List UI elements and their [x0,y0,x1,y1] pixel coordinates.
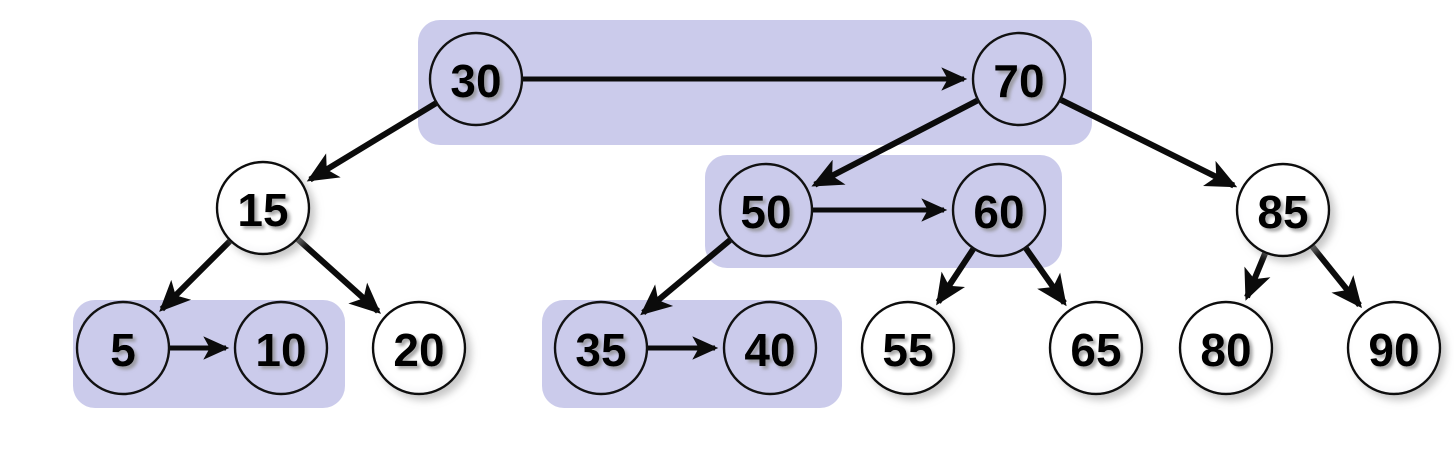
node-label: 5 [110,324,136,376]
tree-edge-70-to-85 [1059,97,1238,189]
node-label: 40 [744,324,795,376]
node-label: 50 [740,186,791,238]
tree-node-85[interactable]: 85 [1235,162,1331,258]
node-circle [553,300,649,396]
edge-layer [159,67,1362,360]
tree-node-65[interactable]: 65 [1048,300,1144,396]
highlight-band-layer [73,20,1092,408]
tree-edge-50-to-35 [640,237,732,316]
node-circle [1048,300,1144,396]
node-label: 15 [237,184,288,236]
tree-node-15[interactable]: 15 [215,160,311,256]
node-label: 70 [993,55,1044,107]
node-circle [722,300,818,396]
tree-edge-70-to-50 [811,97,979,188]
node-circle [371,300,467,396]
tree-edge-60-to-55 [935,247,976,306]
node-label: 80 [1200,324,1251,376]
tree-node-40[interactable]: 40 [722,300,818,396]
tree-node-35[interactable]: 35 [553,300,649,396]
node-circle [951,162,1047,258]
tree-node-70[interactable]: 70 [971,31,1067,127]
tree-node-30[interactable]: 30 [428,31,524,127]
highlight-band [542,300,842,408]
node-circle [75,300,171,396]
node-circle [215,160,311,256]
node-label: 10 [255,324,306,376]
node-circle [1235,162,1331,258]
node-label: 55 [882,324,933,376]
tree-node-50[interactable]: 50 [718,162,814,258]
node-circle [860,300,956,396]
node-label: 35 [575,324,626,376]
node-circle [1178,300,1274,396]
tree-edge-30-to-15 [306,100,438,183]
node-circle [971,31,1067,127]
node-label: 90 [1368,324,1419,376]
tree-edge-15-to-20 [295,237,381,314]
tree-edge-60-to-65 [1023,246,1067,307]
tree-node-90[interactable]: 90 [1346,300,1442,396]
node-label: 20 [393,324,444,376]
highlight-band [418,20,1092,145]
tree-node-60[interactable]: 60 [951,162,1047,258]
tree-edge-85-to-90 [1310,244,1362,309]
tree-node-80[interactable]: 80 [1178,300,1274,396]
node-circle [1346,300,1442,396]
node-layer: 30 70 15 50 60 85 5 10 20 35 40 55 65 80 90 [75,31,1442,396]
node-circle [718,162,814,258]
node-label: 30 [450,55,501,107]
node-circle [428,31,524,127]
tree-node-20[interactable]: 20 [371,300,467,396]
tree-node-5[interactable]: 5 [75,300,171,396]
node-circle [233,300,329,396]
node-label: 65 [1070,324,1121,376]
tree-edge-85-to-80 [1244,252,1271,301]
tree-node-55[interactable]: 55 [860,300,956,396]
node-label: 85 [1257,186,1308,238]
node-label: 60 [973,186,1024,238]
tree-node-10[interactable]: 10 [233,300,329,396]
tree-edge-15-to-5 [159,239,232,312]
